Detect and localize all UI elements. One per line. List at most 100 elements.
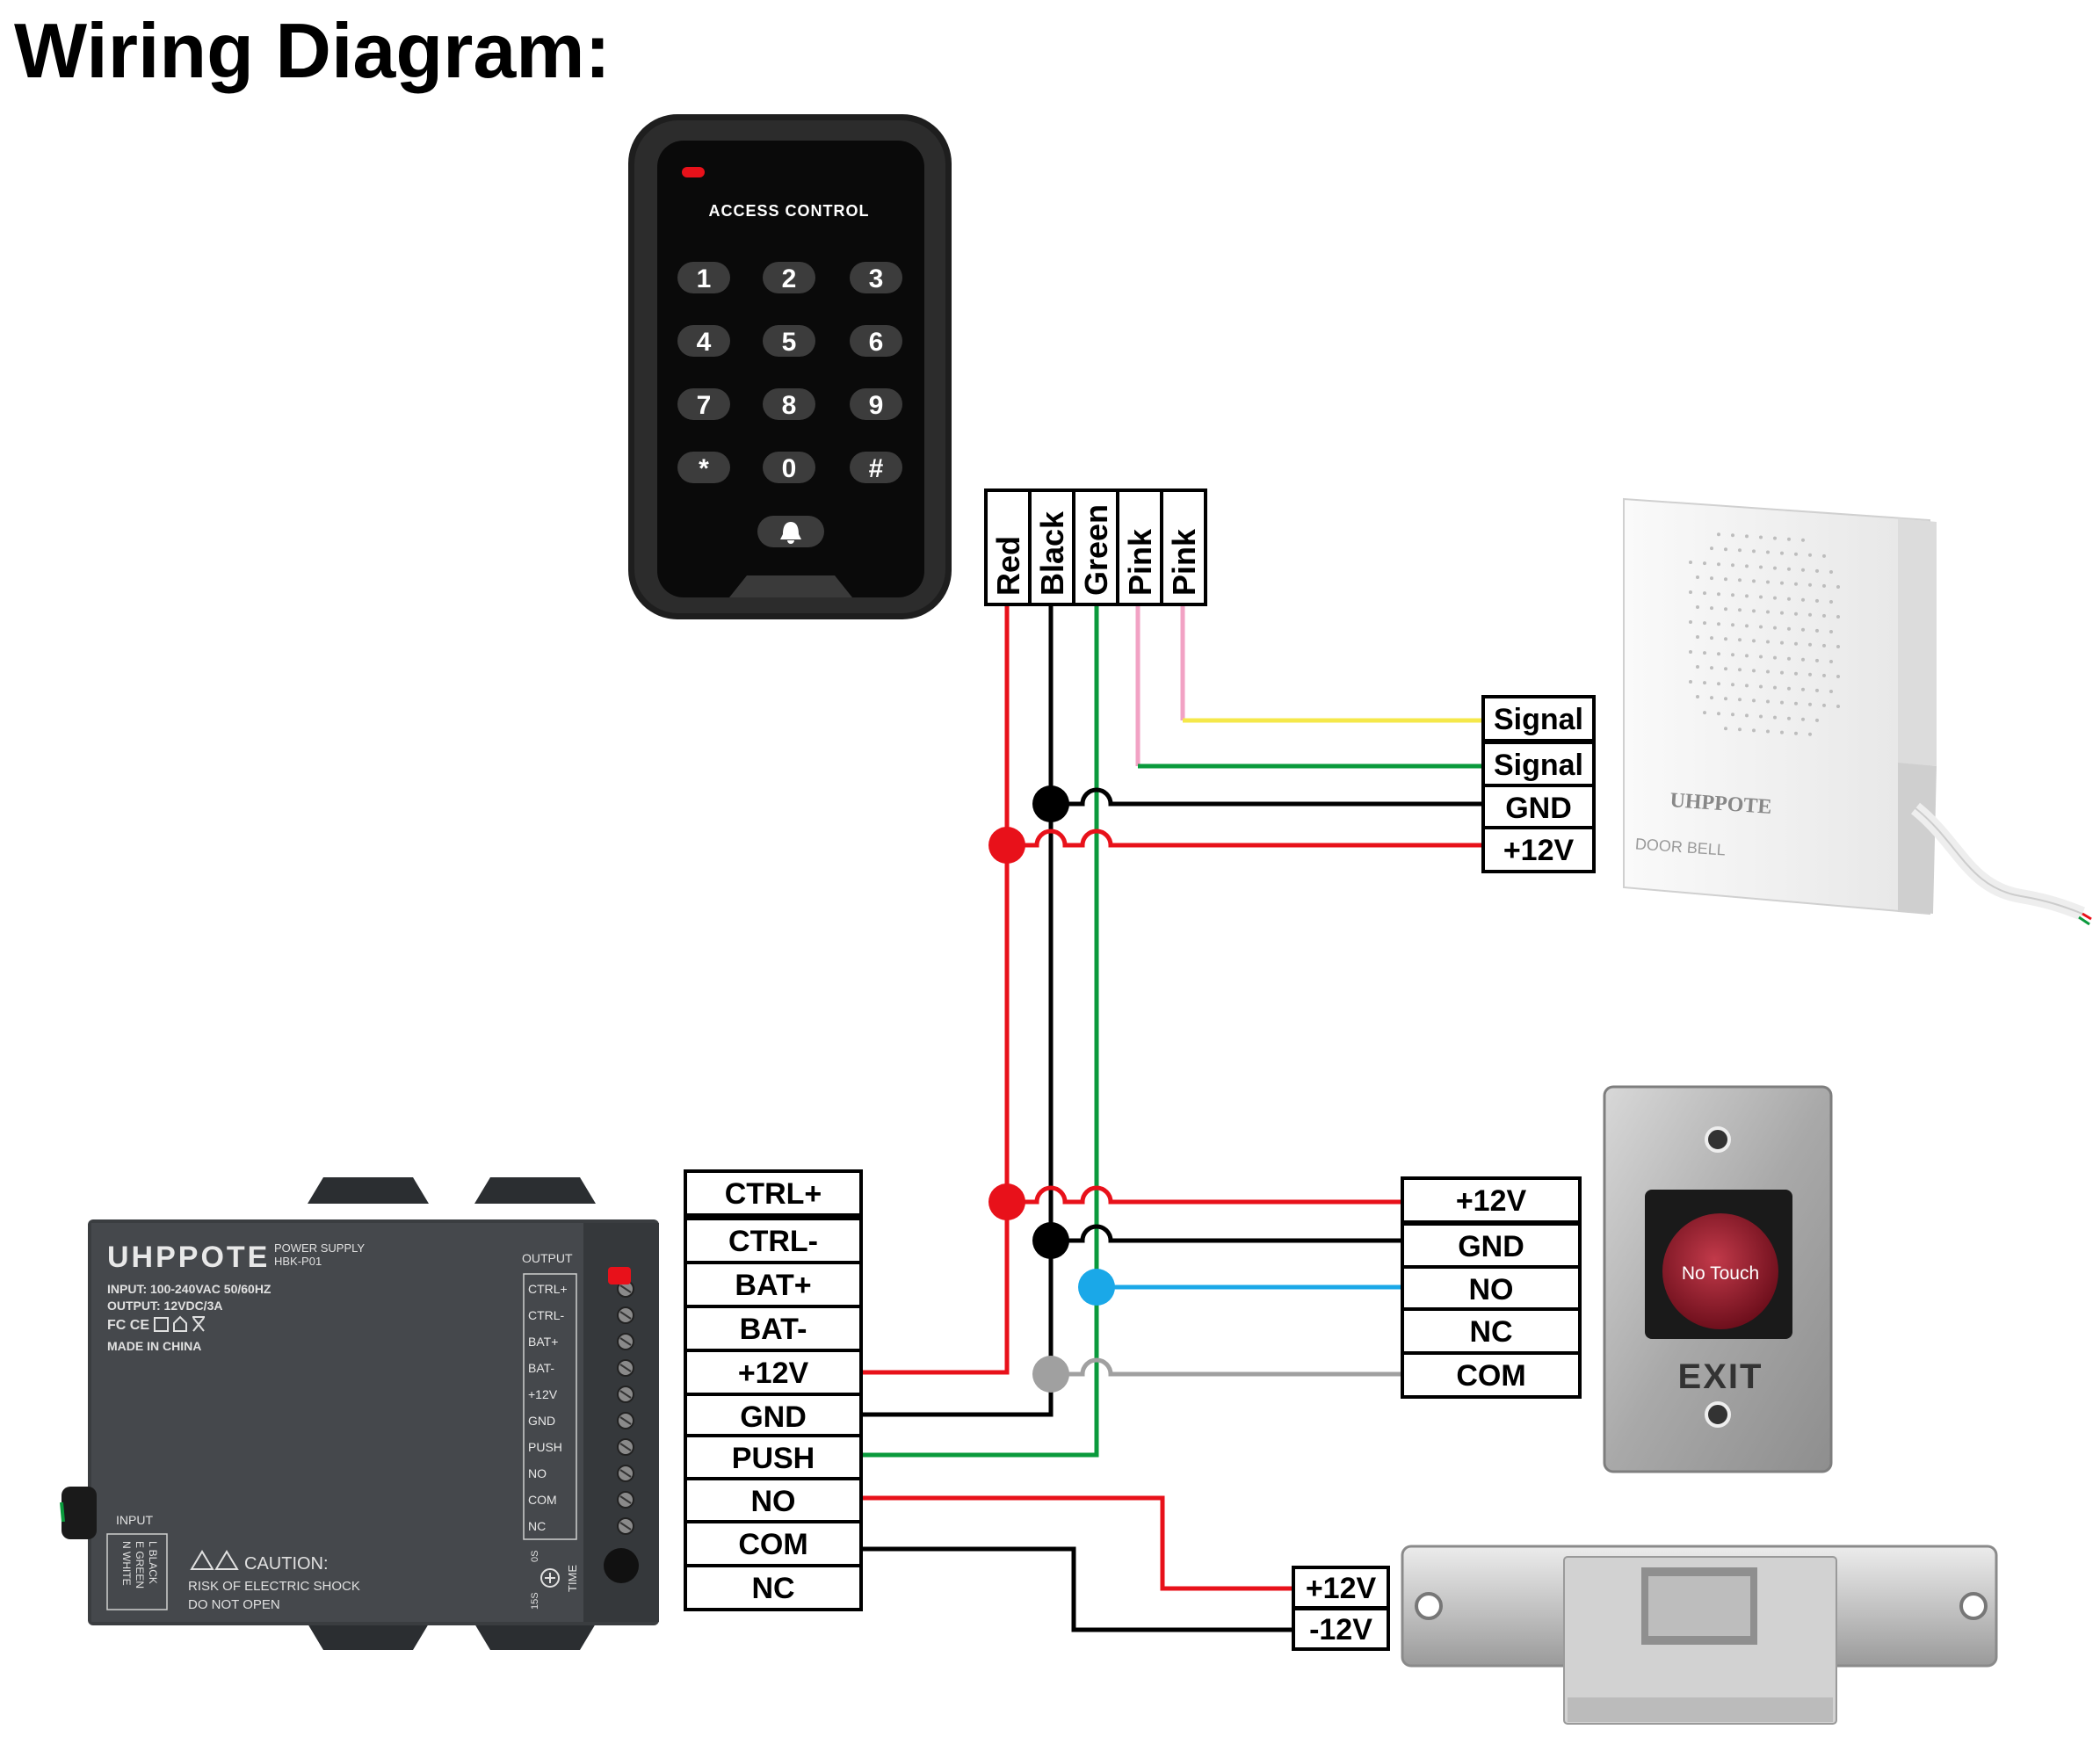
ps-terminal-cell [684,1349,863,1396]
ps-time-adjust-icon[interactable] [540,1568,560,1588]
speaker-hole [1794,731,1798,735]
speaker-hole [1703,591,1706,596]
wire-lock-minus12v [863,1546,1293,1632]
ps-terminal-label: NO [751,1485,796,1518]
key-cap[interactable] [677,452,730,483]
lock-terminal-label: -12V [1309,1613,1372,1646]
wire-doorbell-12v [1007,829,1483,848]
key-1[interactable]: 1 [677,262,730,293]
exit-terminal-cell [1401,1222,1582,1270]
ps-terminal-cell [684,1305,863,1352]
key-cap[interactable] [677,388,730,420]
warning-icon-2 [214,1550,239,1570]
ps-terminal-label: PUSH [732,1442,815,1475]
ps-subtitle-1: POWER SUPPLY [274,1241,365,1255]
key-cap[interactable] [763,262,815,293]
key-*[interactable]: * [677,452,730,483]
ps-terminal-cell [684,1520,863,1567]
speaker-hole [1787,567,1791,571]
doorbell-device: UHPPOTE DOOR BELL [1623,497,2092,926]
key-cap[interactable] [677,325,730,357]
doorbell-terminal-label: GND [1505,792,1572,825]
ps-input-l: L BLACK [147,1541,159,1584]
key-label: 0 [782,454,797,483]
speaker-hole [1829,660,1833,663]
speaker-hole [1815,628,1819,633]
speaker-hole [1822,643,1826,648]
key-6[interactable]: 6 [850,325,902,357]
key-cap[interactable] [763,325,815,357]
speaker-hole [1759,684,1763,689]
speaker-hole [1773,536,1777,540]
speaker-hole [1752,609,1756,613]
key-8[interactable]: 8 [763,388,815,420]
wire-green-bus [863,604,1099,1458]
key-cap[interactable] [850,452,902,483]
ps-output-terminal-label: COM [528,1493,557,1507]
speaker-hole [1787,597,1791,601]
speaker-hole [1801,627,1805,632]
key-5[interactable]: 5 [763,325,815,357]
ps-brand: UHPPOTE [107,1241,270,1274]
speaker-hole [1731,533,1734,538]
speaker-hole [1773,566,1777,570]
speaker-hole [1836,675,1840,678]
junction-red-doorbell [988,827,1025,864]
exit-terminal-label: NO [1469,1273,1514,1306]
key-cap[interactable] [850,325,902,357]
screw-slot [619,1311,632,1320]
key-9[interactable]: 9 [850,388,902,420]
ps-time-min: 15S [530,1592,540,1610]
power-supply-device: UHPPOTE POWER SUPPLY HBK-P01 INPUT: 100-… [60,1177,659,1650]
reader-wire-cell [1160,488,1207,606]
reader-wire-label: Pink [1166,528,1202,596]
speaker-hole [1794,641,1798,646]
exit-terminal-label: NC [1469,1315,1512,1349]
speaker-hole [1689,561,1692,564]
speaker-hole [1731,653,1734,657]
speaker-hole [1745,594,1749,598]
speaker-hole [1745,534,1749,539]
speaker-hole [1801,717,1805,721]
key-cap[interactable] [850,388,902,420]
junction-gray-exit [1032,1356,1069,1393]
key-label: 9 [869,391,884,420]
key-2[interactable]: 2 [763,262,815,293]
status-led [682,167,705,177]
ps-time-knob[interactable] [604,1548,639,1583]
speaker-hole [1815,598,1819,603]
speaker-hole [1752,549,1756,554]
key-3[interactable]: 3 [850,262,902,293]
speaker-hole [1738,578,1742,583]
reader-wire-label: Red [990,536,1026,596]
key-cap[interactable] [850,262,902,293]
exit-touch-button[interactable] [1662,1213,1778,1329]
speaker-hole [1815,688,1819,692]
exit-label: EXIT [1678,1357,1763,1396]
key-7[interactable]: 7 [677,388,730,420]
key-4[interactable]: 4 [677,325,730,357]
exit-terminal-label: +12V [1456,1184,1527,1218]
key-#[interactable]: # [850,452,902,483]
exit-terminal-label: GND [1458,1230,1524,1263]
reader-wire-label: Black [1034,510,1070,596]
cert-icon-bin [192,1316,205,1332]
junction-black-doorbell [1032,785,1069,822]
key-cap[interactable] [763,452,815,483]
key-0[interactable]: 0 [763,452,815,483]
speaker-hole [1759,535,1763,539]
speaker-hole [1696,635,1699,639]
screw-slot [619,1364,632,1372]
speaker-hole [1738,608,1742,612]
ps-terminal-label: NC [751,1572,794,1605]
ps-output-terminal-label: NC [528,1519,546,1533]
doorbell-cable [1910,802,2085,921]
reader-wire-label: Green [1078,504,1114,596]
key-cap[interactable] [677,262,730,293]
key-cap[interactable] [763,388,815,420]
screw-slot [619,1284,632,1293]
screw-slot [619,1337,632,1346]
speaker-hole [1710,636,1713,640]
